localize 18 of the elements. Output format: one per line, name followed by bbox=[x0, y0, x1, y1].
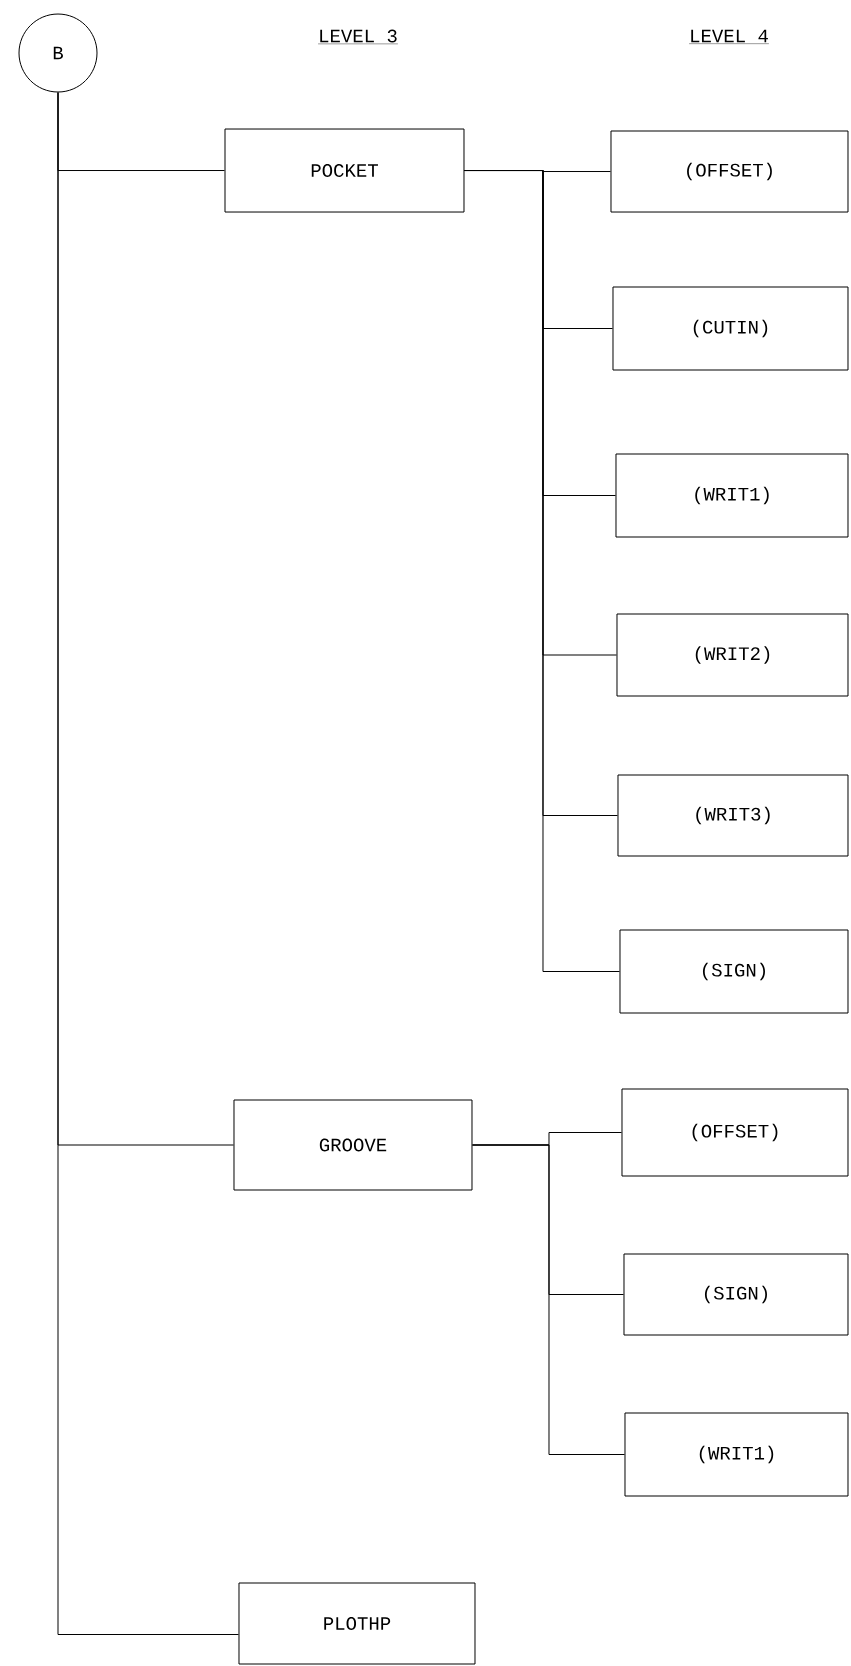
process-box: (OFFSET) bbox=[610, 130, 849, 213]
process-box: (WRIT1) bbox=[615, 453, 849, 538]
level-heading: LEVEL 3 bbox=[317, 29, 399, 45]
connector-line bbox=[57, 92, 239, 1635]
process-box: (CUTIN) bbox=[612, 286, 849, 371]
connector-line bbox=[472, 1144, 625, 1455]
circle-node: B bbox=[18, 13, 98, 93]
process-box: (SIGN) bbox=[619, 929, 849, 1014]
process-box: GROOVE bbox=[233, 1099, 473, 1191]
level-heading: LEVEL 4 bbox=[688, 29, 770, 44]
process-box: (OFFSET) bbox=[621, 1088, 849, 1177]
process-box: POCKET bbox=[224, 128, 465, 213]
process-box: (SIGN) bbox=[623, 1253, 849, 1336]
process-box: (WRIT3) bbox=[617, 774, 849, 857]
process-box: (WRIT2) bbox=[616, 613, 849, 697]
process-box: PLOTHP bbox=[238, 1582, 476, 1665]
connector-line bbox=[464, 170, 620, 972]
process-box: (WRIT1) bbox=[624, 1412, 849, 1497]
